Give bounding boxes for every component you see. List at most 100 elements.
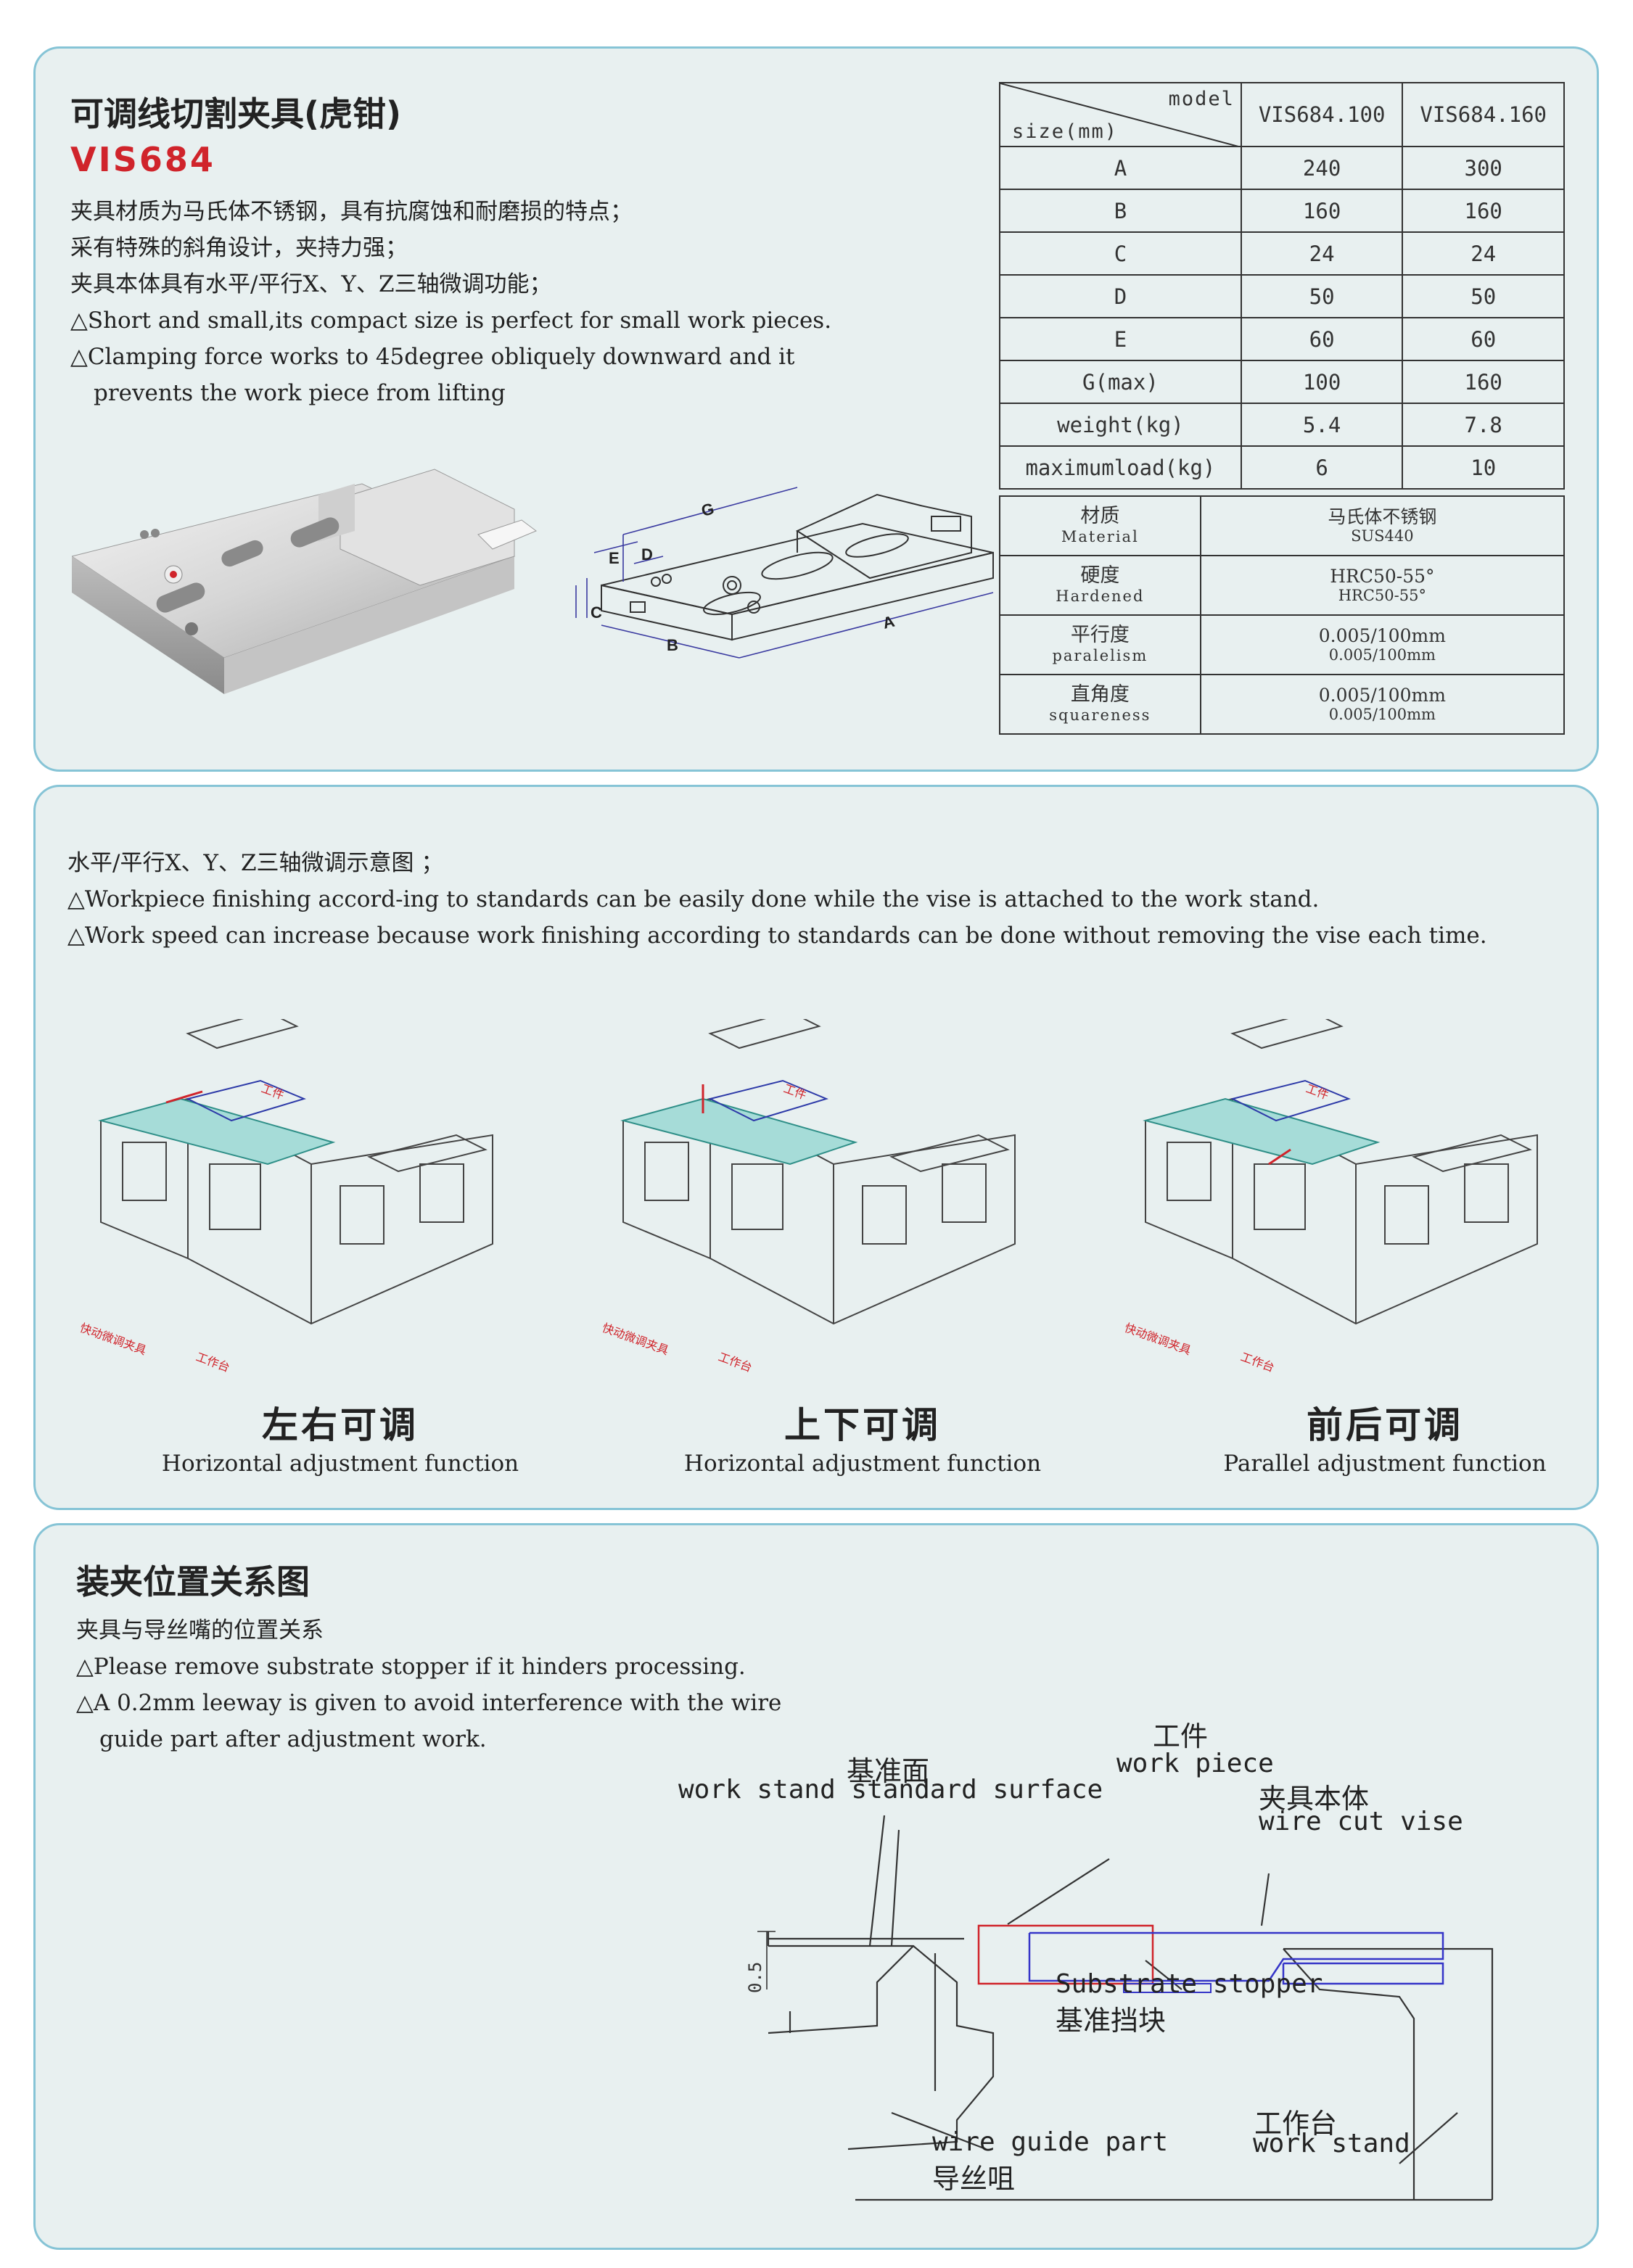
material-label-en: Material (1061, 528, 1139, 545)
feature-line: △Clamping force works to 45degree obliqu… (70, 344, 795, 370)
row-label: maximumload(kg) (999, 445, 1242, 490)
workpiece-label: 工件 (782, 1081, 809, 1102)
intro-line: 水平/平行X、Y、Z三轴微调示意图 ； (67, 850, 444, 876)
cell: 7.8 (1402, 403, 1565, 447)
material-value-2: SUS440 (1351, 527, 1414, 545)
adjustment-intro: 水平/平行X、Y、Z三轴微调示意图 ； △Workpiece finishing… (67, 845, 1487, 954)
material-value: 马氏体不锈钢 (1328, 506, 1437, 527)
cell: 240 (1240, 146, 1404, 190)
material-value-2: 0.005/100mm (1328, 646, 1436, 664)
cell: 24 (1240, 231, 1404, 276)
material-value: 0.005/100mm (1318, 685, 1446, 706)
material-label-cn: 直角度 (1070, 683, 1130, 706)
adjustment-panel: 水平/平行X、Y、Z三轴微调示意图 ； △Workpiece finishing… (33, 785, 1599, 1510)
workpiece-label: 工件 (260, 1081, 287, 1102)
material-value-2: 0.005/100mm (1328, 706, 1436, 723)
adjustment-figure-parallel: 工件 快动微调夹具 工作台 (1124, 1019, 1538, 1374)
dim-label: C (591, 603, 602, 622)
stand-label: 工作台 (717, 1350, 754, 1374)
material-label-en: squareness (1049, 706, 1151, 724)
guide-cn: 导丝咀 (932, 2163, 1016, 2195)
cell: 60 (1402, 317, 1565, 361)
cell: 160 (1240, 189, 1404, 233)
figure-caption: Horizontal adjustment function (683, 1451, 1042, 1477)
stand-label: 工作台 (194, 1350, 232, 1374)
product-title: 可调线切割夹具(虎钳) (70, 94, 402, 133)
figure-title: 上下可调 (784, 1404, 941, 1446)
feature-line: 夹具材质为马氏体不锈钢，具有抗腐蚀和耐磨损的特点； (70, 199, 633, 225)
material-value: HRC50-55° (1330, 566, 1435, 587)
cell: 160 (1402, 189, 1565, 233)
cell: 50 (1240, 274, 1404, 318)
dim-label: E (609, 549, 620, 567)
stand-label: 工作台 (1239, 1350, 1277, 1374)
model-header: VIS684.160 (1402, 82, 1565, 147)
figure-caption: Parallel adjustment function (1223, 1451, 1547, 1477)
cell: 60 (1240, 317, 1404, 361)
material-label-cn: 材质 (1080, 505, 1120, 527)
model-code: VIS684 (70, 140, 215, 179)
row-label: E (999, 317, 1242, 361)
cell: 300 (1402, 146, 1565, 190)
row-label: D (999, 274, 1242, 318)
dim-label: D (641, 545, 653, 564)
figure-title: 左右可调 (262, 1404, 419, 1446)
figure-title: 前后可调 (1307, 1404, 1463, 1446)
workpiece-en: work piece (1116, 1749, 1274, 1778)
clamping-panel: 装夹位置关系图 夹具与导丝嘴的位置关系 △Please remove subst… (33, 1523, 1599, 2250)
clamping-title: 装夹位置关系图 (76, 1562, 310, 1601)
cell: 24 (1402, 231, 1565, 276)
dim-label: B (667, 636, 678, 654)
adjustment-figure-horizontal: 工件 快动微调夹具 工作台 (79, 1019, 493, 1374)
stand-en: work stand (1253, 2129, 1410, 2158)
intro-line: △Work speed can increase because work fi… (67, 923, 1487, 949)
material-value: 0.005/100mm (1318, 625, 1446, 646)
datum-en: work stand standard surface (678, 1775, 1103, 1805)
header-model: model (1168, 88, 1235, 110)
figure-caption: Horizontal adjustment function (161, 1451, 519, 1477)
dim-label: A (881, 612, 897, 632)
cell: 50 (1402, 274, 1565, 318)
product-panel: 可调线切割夹具(虎钳) VIS684 夹具材质为马氏体不锈钢，具有抗腐蚀和耐磨损… (33, 46, 1599, 772)
note-line: 夹具与导丝嘴的位置关系 (76, 1617, 324, 1644)
row-label: B (999, 189, 1242, 233)
clamping-diagram: 0.5 (745, 1815, 1494, 2201)
model-header: VIS684.100 (1240, 82, 1404, 147)
spec-header-corner: model size(mm) (999, 82, 1242, 147)
feature-line: △Short and small,its compact size is per… (70, 308, 832, 334)
row-label: C (999, 231, 1242, 276)
cell: 100 (1240, 360, 1404, 404)
material-label-en: paralelism (1052, 647, 1148, 664)
note-line: △A 0.2mm leeway is given to avoid interf… (76, 1690, 782, 1716)
workpiece-label: 工件 (1304, 1081, 1331, 1102)
material-label-en: Hardened (1056, 587, 1145, 605)
intro-line: △Workpiece finishing accord-ing to stand… (67, 886, 1320, 912)
material-label-cn: 平行度 (1070, 624, 1130, 646)
dimension-drawing: G D E C B A (575, 487, 994, 659)
guide-en: wire guide part (932, 2127, 1169, 2157)
workpiece-cn: 工件 (1153, 1720, 1209, 1752)
header-size: size(mm) (1012, 120, 1119, 143)
clamping-notes: 夹具与导丝嘴的位置关系 △Please remove substrate sto… (76, 1612, 781, 1757)
vise-photo (72, 469, 537, 694)
vise-label: 快动微调夹具 (79, 1321, 148, 1358)
row-label: G(max) (999, 360, 1242, 404)
vise-label: 快动微调夹具 (601, 1321, 670, 1358)
feature-line: 采有特殊的斜角设计，夹持力强； (70, 235, 408, 261)
stopper-en: Substrate stopper (1056, 1969, 1323, 1999)
vise-cn: 夹具本体 (1259, 1783, 1370, 1815)
feature-list: 夹具材质为马氏体不锈钢，具有抗腐蚀和耐磨损的特点； 采有特殊的斜角设计，夹持力强… (70, 194, 831, 411)
adjustment-figure-vertical: 工件 快动微调夹具 工作台 (601, 1019, 1016, 1374)
gap-label: 0.5 (745, 1962, 765, 1993)
vise-label: 快动微调夹具 (1124, 1321, 1193, 1358)
note-line: △Please remove substrate stopper if it h… (76, 1654, 746, 1680)
stand-cn: 工作台 (1254, 2108, 1338, 2140)
stopper-cn: 基准挡块 (1056, 2005, 1167, 2037)
feature-line: 夹具本体具有水平/平行X、Y、Z三轴微调功能； (70, 271, 552, 297)
cell: 5.4 (1240, 403, 1404, 447)
cell: 10 (1402, 445, 1565, 490)
note-line: guide part after adjustment work. (99, 1726, 487, 1752)
datum-cn: 基准面 (847, 1755, 930, 1787)
feature-line: prevents the work piece from lifting (94, 380, 506, 406)
